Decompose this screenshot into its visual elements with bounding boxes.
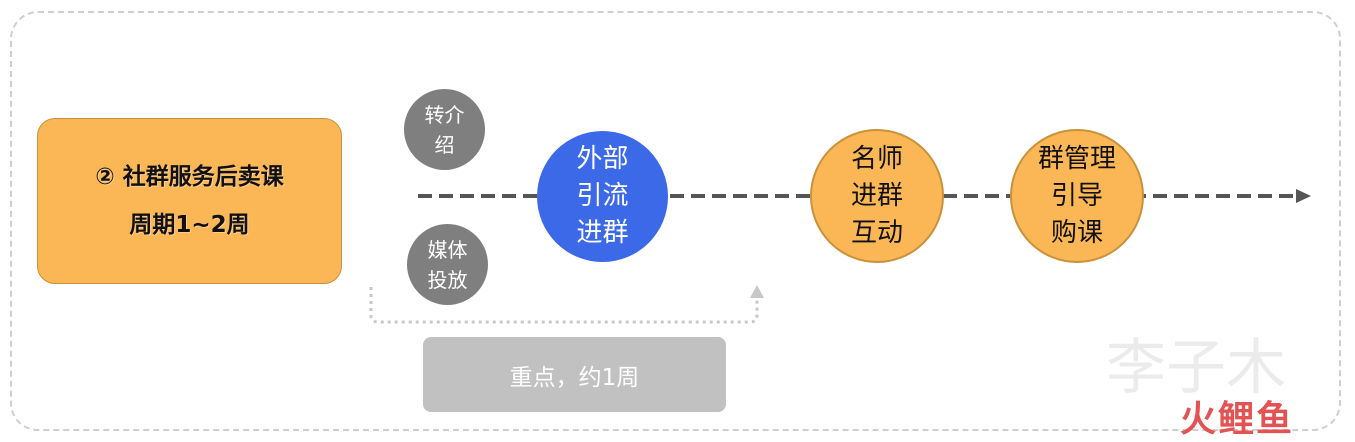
bracket-arrow-head-icon bbox=[750, 285, 764, 298]
watermark-logo-text: 李子木 bbox=[1106, 333, 1286, 403]
key-period-note: 重点，约1周 bbox=[423, 337, 726, 412]
watermark-logo-icon: 李子木 bbox=[1106, 333, 1286, 403]
step-teacher-interaction: 名师 进群 互动 bbox=[810, 129, 944, 263]
source-media: 媒体 投放 bbox=[407, 224, 488, 305]
stage-period: 周期1~2周 bbox=[129, 212, 250, 238]
step-external-traffic: 外部 引流 进群 bbox=[537, 131, 668, 262]
step-external-traffic-label: 外部 引流 进群 bbox=[576, 144, 629, 248]
source-referral-label: 转介 绍 bbox=[424, 102, 465, 157]
step-group-sales: 群管理 引导 购课 bbox=[1010, 129, 1144, 263]
watermark-brand: 火鲤鱼 bbox=[1180, 399, 1295, 440]
source-media-label: 媒体 投放 bbox=[427, 237, 468, 292]
stage-box: ② 社群服务后卖课 周期1~2周 bbox=[37, 118, 342, 284]
dashed-frame bbox=[10, 11, 1341, 431]
stage-title: ② 社群服务后卖课 bbox=[95, 164, 284, 190]
key-period-bracket bbox=[369, 287, 759, 324]
step-teacher-interaction-label: 名师 进群 互动 bbox=[850, 143, 903, 248]
source-referral: 转介 绍 bbox=[404, 89, 485, 170]
step-group-sales-label: 群管理 引导 购课 bbox=[1037, 143, 1116, 248]
flow-arrow-head-icon bbox=[1296, 189, 1311, 203]
